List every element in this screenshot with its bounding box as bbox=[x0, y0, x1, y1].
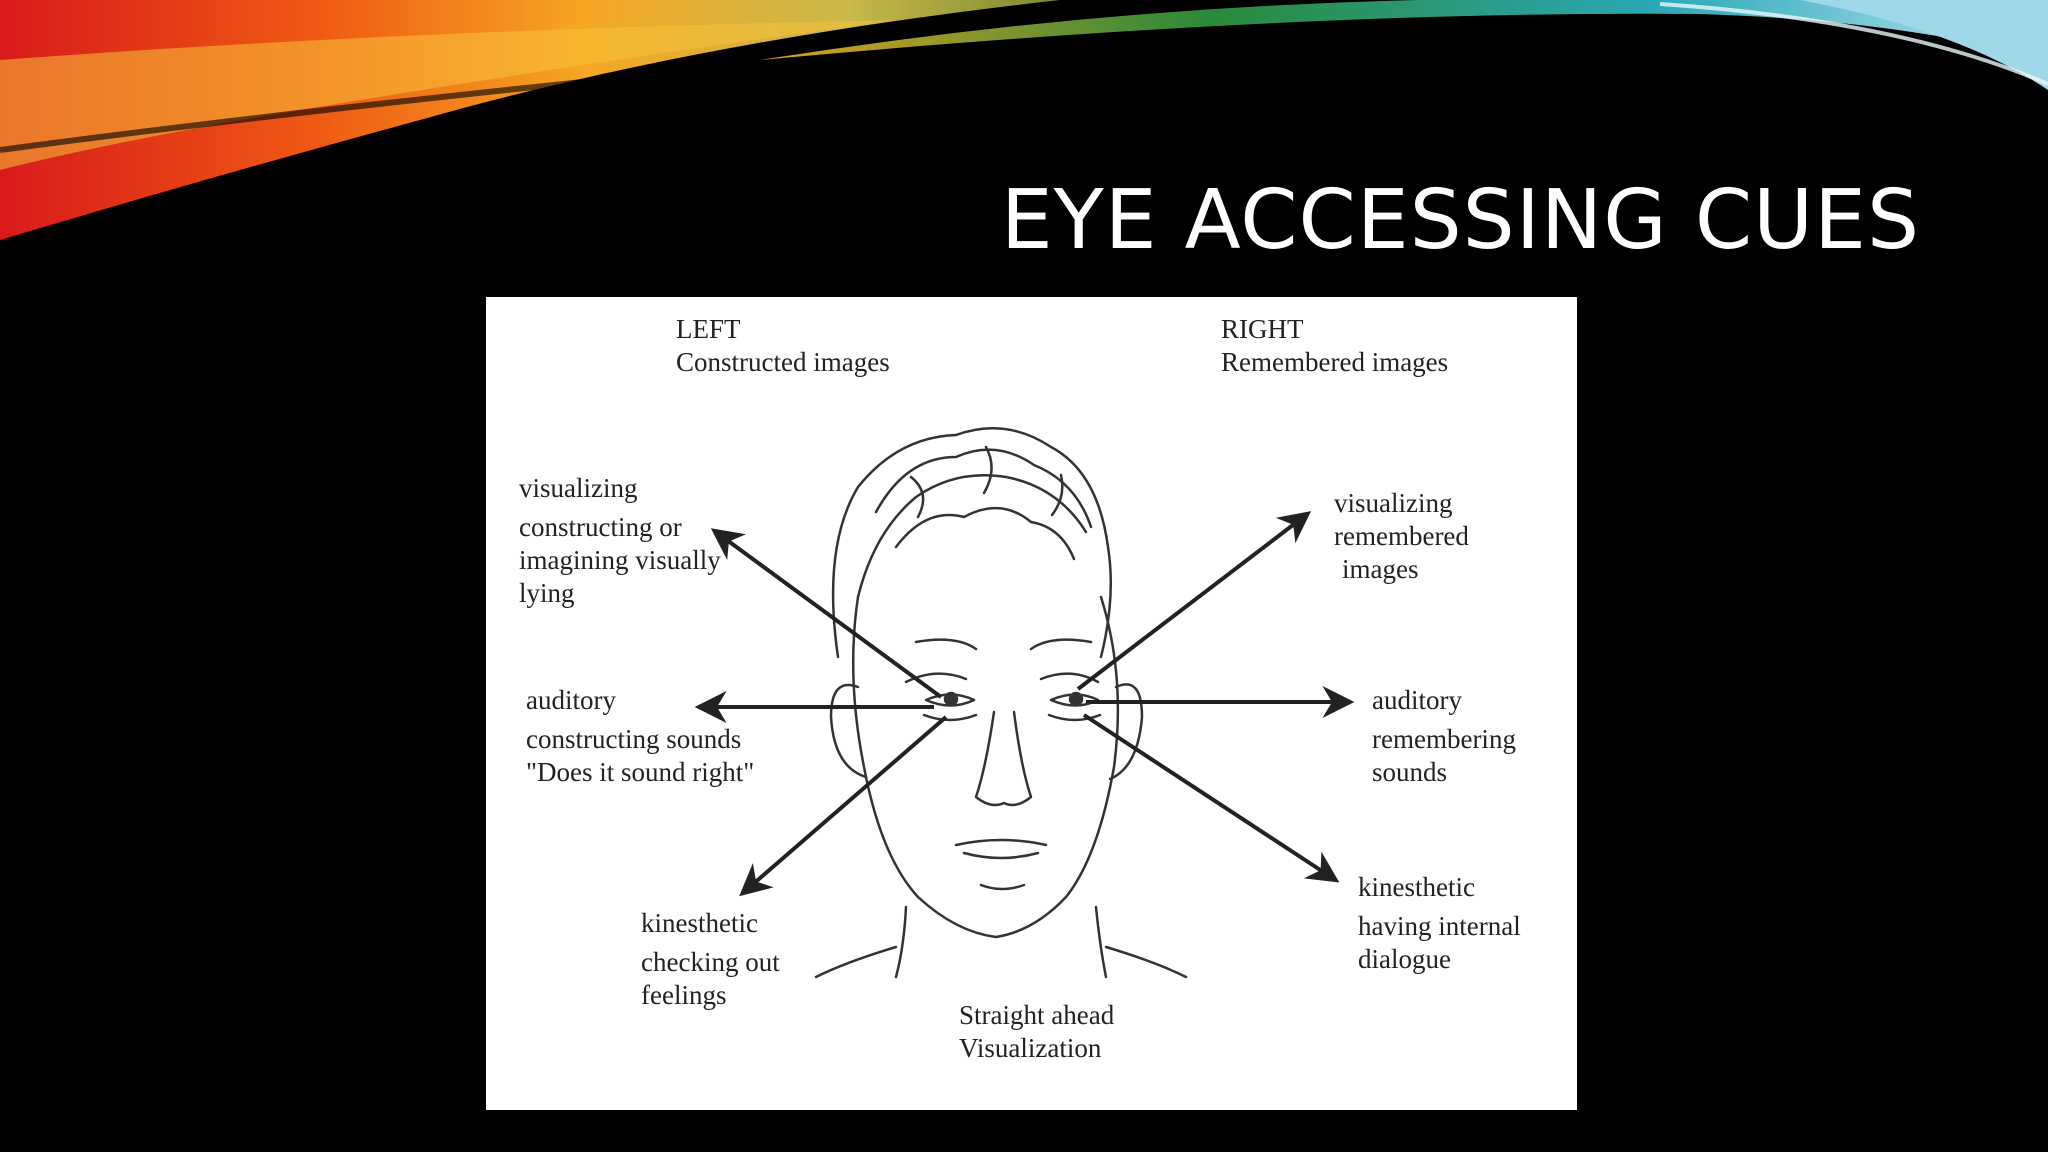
arrow-right-kinesthetic bbox=[1082, 713, 1340, 883]
cue-line: constructing or bbox=[519, 512, 682, 542]
cue-line: remembering bbox=[1372, 724, 1516, 754]
cue-title: visualizing bbox=[1334, 488, 1453, 518]
left-kinesthetic-cue: kinesthetic checking out feelings bbox=[641, 907, 780, 1012]
cue-line: "Does it sound right" bbox=[526, 757, 755, 787]
cue-line: constructing sounds bbox=[526, 724, 742, 754]
cue-line: feelings bbox=[641, 980, 727, 1010]
cue-line: remembered bbox=[1334, 521, 1469, 551]
left-auditory-cue: auditory constructing sounds "Does it so… bbox=[526, 684, 754, 789]
cue-title: visualizing bbox=[519, 473, 638, 503]
face-illustration bbox=[694, 427, 1355, 979]
decorative-swoosh bbox=[0, 0, 2048, 240]
right-auditory-cue: auditory remembering sounds bbox=[1372, 684, 1516, 789]
diagram-panel: LEFT Constructed images RIGHT Remembered… bbox=[486, 297, 1577, 1110]
cue-line: Visualization bbox=[959, 1033, 1102, 1063]
right-header-subtitle: Remembered images bbox=[1221, 347, 1449, 377]
left-header: LEFT Constructed images bbox=[676, 313, 890, 379]
cue-line: Straight ahead bbox=[959, 1000, 1115, 1030]
slide-title: EYE ACCESSING CUES bbox=[1000, 173, 1920, 268]
arrow-left-kinesthetic bbox=[739, 715, 948, 897]
cue-line: imagining visually bbox=[519, 545, 721, 575]
cue-line: images bbox=[1342, 554, 1419, 584]
gaze-arrows bbox=[694, 511, 1355, 897]
face-drawing bbox=[814, 427, 1188, 979]
arrow-right-visual bbox=[1076, 511, 1312, 691]
cue-line: checking out bbox=[641, 947, 780, 977]
right-header: RIGHT Remembered images bbox=[1221, 313, 1448, 379]
center-cue: Straight ahead Visualization bbox=[959, 999, 1114, 1065]
cue-title: kinesthetic bbox=[641, 908, 758, 938]
cue-title: auditory bbox=[526, 685, 616, 715]
cue-title: auditory bbox=[1372, 685, 1462, 715]
cue-line: having internal bbox=[1358, 911, 1521, 941]
cue-line: sounds bbox=[1372, 757, 1448, 787]
arrow-left-visual bbox=[710, 528, 943, 699]
cue-line: lying bbox=[519, 578, 575, 608]
right-visual-cue: visualizing remembered images bbox=[1334, 487, 1469, 586]
cue-line: dialogue bbox=[1358, 944, 1451, 974]
left-header-title: LEFT bbox=[676, 314, 741, 344]
cue-title: kinesthetic bbox=[1358, 872, 1475, 902]
left-header-subtitle: Constructed images bbox=[676, 347, 890, 377]
right-header-title: RIGHT bbox=[1221, 314, 1304, 344]
right-kinesthetic-cue: kinesthetic having internal dialogue bbox=[1358, 871, 1521, 976]
left-visual-cue: visualizing constructing or imagining vi… bbox=[519, 472, 721, 610]
